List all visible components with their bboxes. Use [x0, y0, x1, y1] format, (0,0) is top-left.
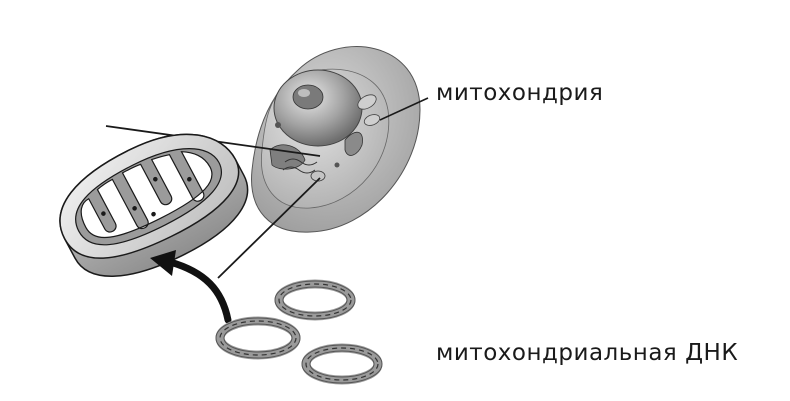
arrow-icon [150, 250, 232, 324]
mitochondrion-illustration [59, 133, 249, 277]
label-mitochondrion: митохондрия [436, 80, 604, 106]
zoom-line-bottom [217, 177, 321, 279]
dna-plasmid-illustration [215, 279, 383, 385]
label-mitochondrial-dna: митохондриальная ДНК [436, 340, 739, 366]
leader-line-mitochondrion [379, 97, 429, 121]
cell-illustration [251, 46, 421, 233]
